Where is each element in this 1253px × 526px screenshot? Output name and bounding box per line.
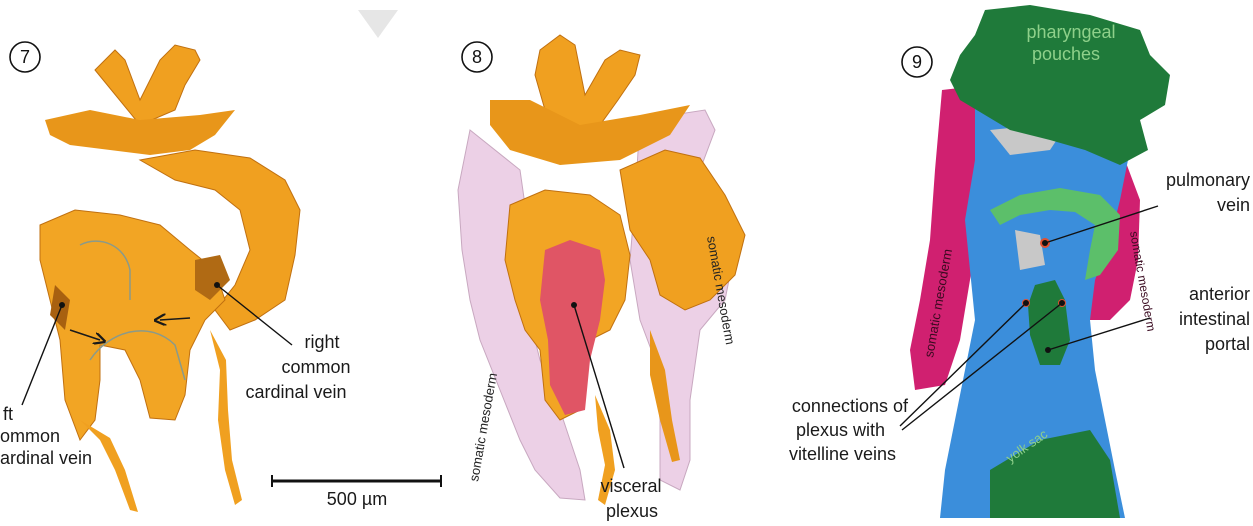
label-somatic-mesoderm-left: somatic mesoderm <box>466 372 500 483</box>
top-triangle <box>358 10 398 38</box>
label-connections-1: connections of <box>792 396 909 416</box>
panel-8: 8 somatic mesoderm somatic mesoderm visc… <box>458 35 745 521</box>
label-right-ccv-2: common <box>281 357 350 377</box>
label-pulmonary-2: vein <box>1217 195 1250 215</box>
label-visceral-2: plexus <box>606 501 658 521</box>
panel-number: 9 <box>912 52 922 72</box>
panel-number: 8 <box>472 47 482 67</box>
label-aip-3: portal <box>1205 334 1250 354</box>
vein-model-8 <box>458 35 745 505</box>
scale-bar-label: 500 µm <box>327 489 387 509</box>
label-pharyngeal-2: pouches <box>1032 44 1100 64</box>
label-pulmonary-1: pulmonary <box>1166 170 1250 190</box>
label-pharyngeal-1: pharyngeal <box>1026 22 1115 42</box>
label-left-ccv-3: ardinal vein <box>0 448 92 468</box>
panel-number: 7 <box>20 47 30 67</box>
label-connections-2: plexus with <box>796 420 885 440</box>
panel-9: 9 pharyngeal pouches somatic <box>789 5 1250 518</box>
label-connections-3: vitelline veins <box>789 444 896 464</box>
vein-model-7 <box>40 45 300 512</box>
label-visceral-1: visceral <box>600 476 661 496</box>
label-right-ccv-3: cardinal vein <box>245 382 346 402</box>
label-left-ccv-2: ommon <box>0 426 60 446</box>
scale-bar: 500 µm <box>272 475 441 509</box>
panel-7: 7 right common ca <box>0 42 351 512</box>
label-left-ccv-1: ft <box>3 404 13 424</box>
label-right-ccv-1: right <box>304 332 339 352</box>
label-aip-2: intestinal <box>1179 309 1250 329</box>
label-aip-1: anterior <box>1189 284 1250 304</box>
